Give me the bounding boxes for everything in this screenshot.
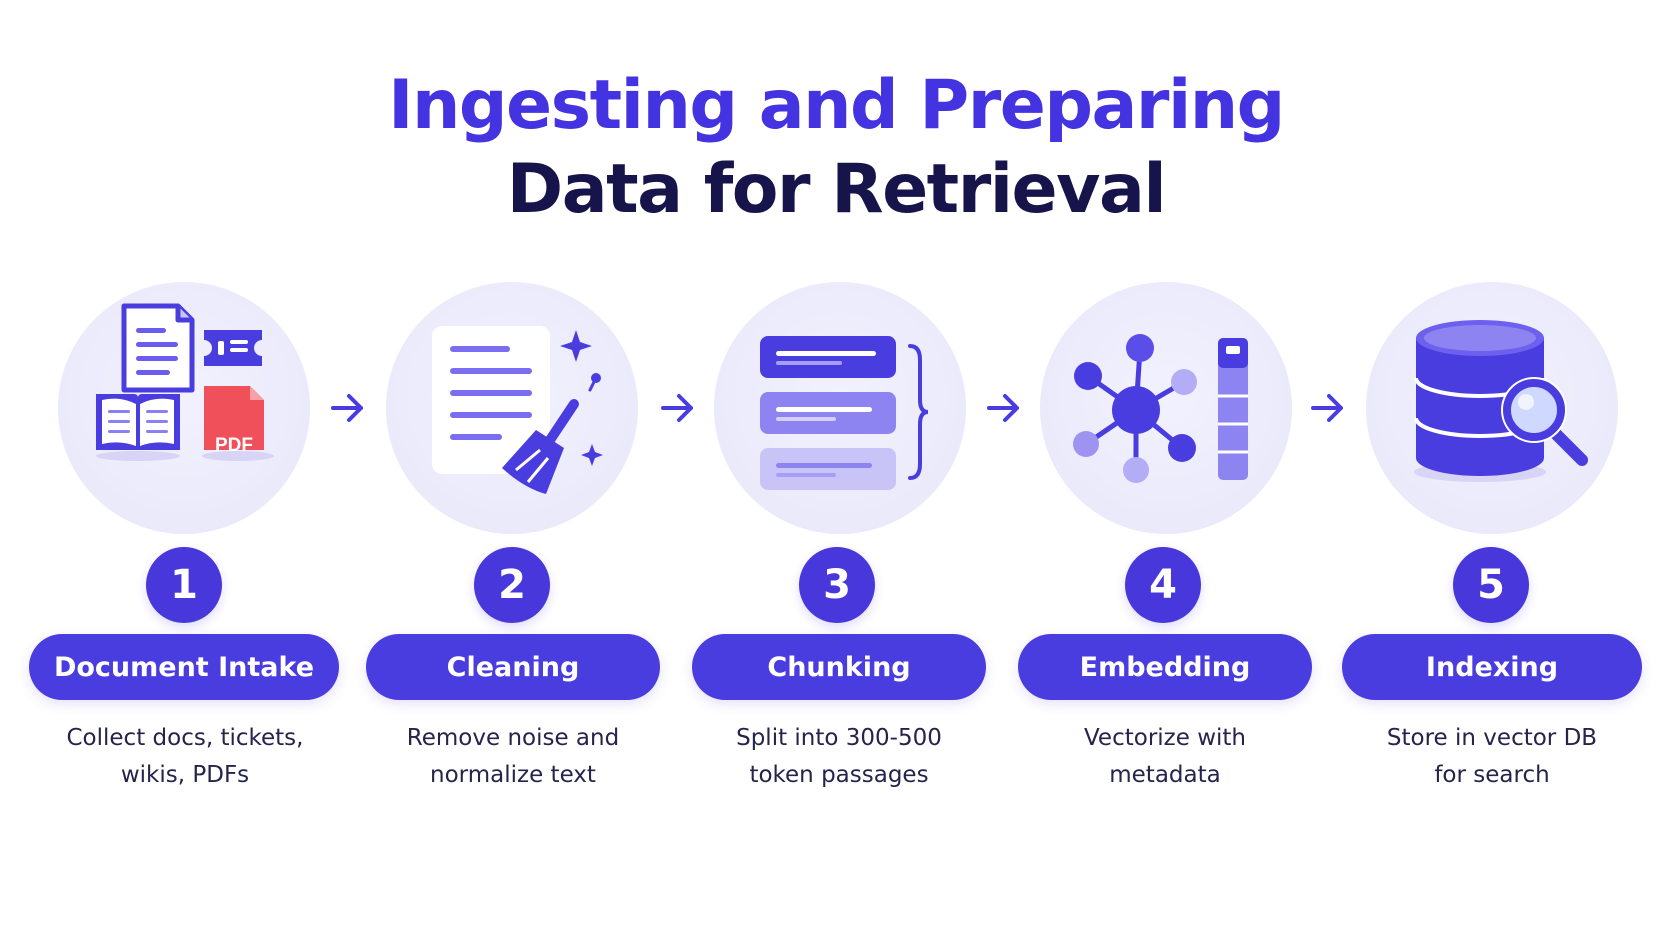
- description-line: metadata: [1109, 762, 1221, 788]
- chunking-icon: [714, 282, 966, 534]
- database-search-icon: [1366, 282, 1618, 534]
- step-number-3: 3: [799, 547, 875, 623]
- step-label-chunking: Chunking: [692, 634, 986, 700]
- arrow-right-icon: [331, 394, 363, 422]
- document-intake-icon: PDF: [58, 282, 310, 534]
- title-line-2: Data for Retrieval: [506, 150, 1167, 229]
- step-label-indexing: Indexing: [1342, 634, 1642, 700]
- step-number-4: 4: [1125, 547, 1201, 623]
- arrow-right-icon: [661, 394, 693, 422]
- description-line: Collect docs, tickets,: [66, 725, 304, 751]
- step-description-1: Collect docs, tickets, wikis, PDFs: [15, 720, 355, 794]
- description-line: for search: [1434, 762, 1550, 788]
- step-label-embedding: Embedding: [1018, 634, 1312, 700]
- step-description-5: Store in vector DB for search: [1332, 720, 1652, 794]
- pdf-label: PDF: [215, 435, 253, 456]
- step-number-1: 1: [146, 547, 222, 623]
- description-line: wikis, PDFs: [120, 762, 250, 788]
- arrow-right-icon: [1311, 394, 1343, 422]
- description-line: Remove noise and: [406, 725, 620, 751]
- step-number-5: 5: [1453, 547, 1529, 623]
- cleaning-broom-icon: [386, 282, 638, 534]
- step-description-2: Remove noise and normalize text: [353, 720, 673, 794]
- arrow-right-icon: [987, 394, 1019, 422]
- description-line: token passages: [749, 762, 929, 788]
- step-description-3: Split into 300-500 token passages: [679, 720, 999, 794]
- step-number-2: 2: [474, 547, 550, 623]
- description-line: Split into 300-500: [736, 725, 942, 751]
- step-label-cleaning: Cleaning: [366, 634, 660, 700]
- step-description-4: Vectorize with metadata: [1005, 720, 1325, 794]
- description-line: Store in vector DB: [1386, 725, 1598, 751]
- description-line: normalize text: [430, 762, 596, 788]
- embedding-network-icon: [1040, 282, 1292, 534]
- title-line-1: Ingesting and Preparing: [388, 66, 1285, 145]
- step-label-document-intake: Document Intake: [29, 634, 339, 700]
- description-line: Vectorize with: [1083, 725, 1246, 751]
